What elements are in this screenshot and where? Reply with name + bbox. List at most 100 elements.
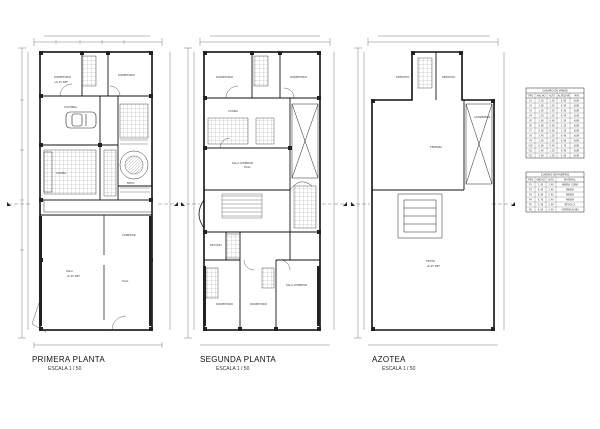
table-cell: 0.90 (538, 188, 544, 191)
table-cell: V3 (529, 109, 532, 112)
svg-text:+6.15 NPT: +6.15 NPT (426, 264, 440, 268)
table-cell: 0.60 (549, 124, 555, 127)
table-cell: ALUM. (574, 119, 581, 122)
table-header-cell: ANCHO (536, 178, 545, 181)
table-cell: V12 (529, 154, 534, 157)
table-cell: V7 (529, 129, 532, 132)
table-header-cell: ALTO (549, 94, 555, 97)
table-cell: ALUM. (574, 134, 581, 137)
table-cell: P1 (529, 183, 532, 186)
table-cell: 1.20 (549, 114, 555, 117)
table-cell: MADERA (566, 198, 575, 201)
table-cell: 0.90 (561, 99, 567, 102)
table-cell: 1.70 (561, 144, 567, 147)
table-cell: 2.40 (548, 203, 554, 206)
panel-title-azotea: AZOTEA (372, 355, 406, 364)
table-cell: 2.40 (538, 203, 544, 206)
table-cell: 2.40 (548, 198, 554, 201)
table-cell: ALUM. (574, 139, 581, 142)
table-cell: V11 (529, 149, 534, 152)
table-cell: P3 (529, 193, 532, 196)
table-cuadro-de-puertas: CUADRO DE PUERTASTIPOP1P2P3P4P5P6ANCHO1.… (525, 171, 585, 213)
table-cell: P4 (529, 198, 532, 201)
table-cell: 1.20 (549, 154, 555, 157)
table-cell: ALUM. (574, 149, 581, 152)
room-label: DEPOSITO (396, 75, 409, 79)
room-label: SALA (66, 269, 73, 273)
table-cell: 1.50 (561, 119, 567, 122)
table-header-cell: MATERIAL (564, 178, 576, 181)
table-cell: V10 (529, 144, 534, 147)
table-cell: P5 (529, 203, 532, 206)
table-cell: 0.90 (561, 149, 567, 152)
table-cell: 0.80 (538, 124, 544, 127)
table-cell: V5 (529, 119, 532, 122)
table-title: CUADRO DE PUERTAS (541, 172, 569, 176)
table-cell: 1.50 (561, 124, 567, 127)
table-cell: 2.40 (548, 193, 554, 196)
table-cell: 0.60 (549, 119, 555, 122)
table-cell: V1 (529, 99, 532, 102)
table-cell: 1.50 (538, 109, 544, 112)
panel-scale-primera-planta: ESCALA 1 / 50 (48, 366, 82, 372)
table-header-cell: ALTO (548, 178, 554, 181)
plan-azotea: DEPOSITO DEPOSITO TERRAZA LAVANDERIA TEC… (350, 35, 515, 346)
table-cell: 1.40 (538, 149, 544, 152)
table-cell: 0.80 (538, 193, 544, 196)
table-title: CUADRO DE VANOS (542, 88, 568, 92)
table-cell: 0.90 (561, 109, 567, 112)
room-label: DORMITORIO (216, 75, 233, 79)
table-cell: 0.90 (538, 144, 544, 147)
room-label: PATIO (127, 181, 134, 185)
room-label: TECHO (426, 259, 435, 263)
svg-text:+0.15 NPT: +0.15 NPT (54, 80, 68, 84)
table-cell: 2.40 (548, 188, 554, 191)
table-cell: 0.60 (538, 208, 544, 211)
table-cell: METALICA (565, 203, 576, 206)
table-cell: 2.10 (538, 99, 544, 102)
plan-segunda-planta: DORMITORIO DORMITORIO COCINA HALL ESTUDI… (180, 35, 347, 346)
panel-title-primera-planta: PRIMERA PLANTA (32, 355, 105, 364)
table-header-cell: ANCHO (537, 94, 546, 97)
table-cell: V4 (529, 114, 532, 117)
room-label: COMEDOR (122, 233, 136, 237)
room-label: COCINA (228, 109, 238, 113)
table-cell: V9 (529, 139, 532, 142)
table-cell: 1.20 (549, 104, 555, 107)
table-cell: 2.40 (538, 134, 544, 137)
table-cell: 3.00 (538, 154, 544, 157)
room-label: DORMITORIO (250, 302, 267, 306)
table-cell: 1.00 (538, 119, 544, 122)
room-label: COCHERA (64, 105, 77, 109)
table-cell: V2 (529, 104, 532, 107)
table-cell: 2.40 (548, 183, 554, 186)
table-header-cell: MAT. (574, 94, 580, 97)
table-cell: 1.20 (549, 99, 555, 102)
room-label: DORMITORIO (118, 73, 135, 77)
table-cell: 0.60 (549, 129, 555, 132)
table-cell: 1.20 (549, 149, 555, 152)
table-cell: 0.90 (561, 114, 567, 117)
plan-primera-planta: DORMITORIO +0.15 NPT DORMITORIO COCHERA … (7, 35, 178, 348)
table-cell: P6 (529, 208, 532, 211)
room-label: DORMITORIO (216, 302, 233, 306)
table-cell: ALUM. (574, 144, 581, 147)
table-cell: MADERA (566, 193, 575, 196)
table-cell: ALUM. (574, 109, 581, 112)
table-header-cell: TIPO (528, 178, 534, 181)
room-label: DORMITORIO (54, 75, 71, 79)
table-cell: 0.90 (561, 139, 567, 142)
table-cell: V6 (529, 124, 532, 127)
room-label: DORMITORIO (290, 75, 307, 79)
table-cell: ALUM. (574, 114, 581, 117)
room-label: HALL (244, 165, 251, 169)
table-header-cell: TIPO (528, 94, 534, 97)
room-label: LAVANDERIA (474, 115, 491, 119)
table-cell: MADERA (566, 188, 575, 191)
table-cell: 0.40 (549, 144, 555, 147)
table-cell: 1.60 (538, 139, 544, 142)
table-cell: P2 (529, 188, 532, 191)
panel-scale-segunda-planta: ESCALA 1 / 50 (216, 366, 250, 372)
table-cell: 1.50 (561, 129, 567, 132)
